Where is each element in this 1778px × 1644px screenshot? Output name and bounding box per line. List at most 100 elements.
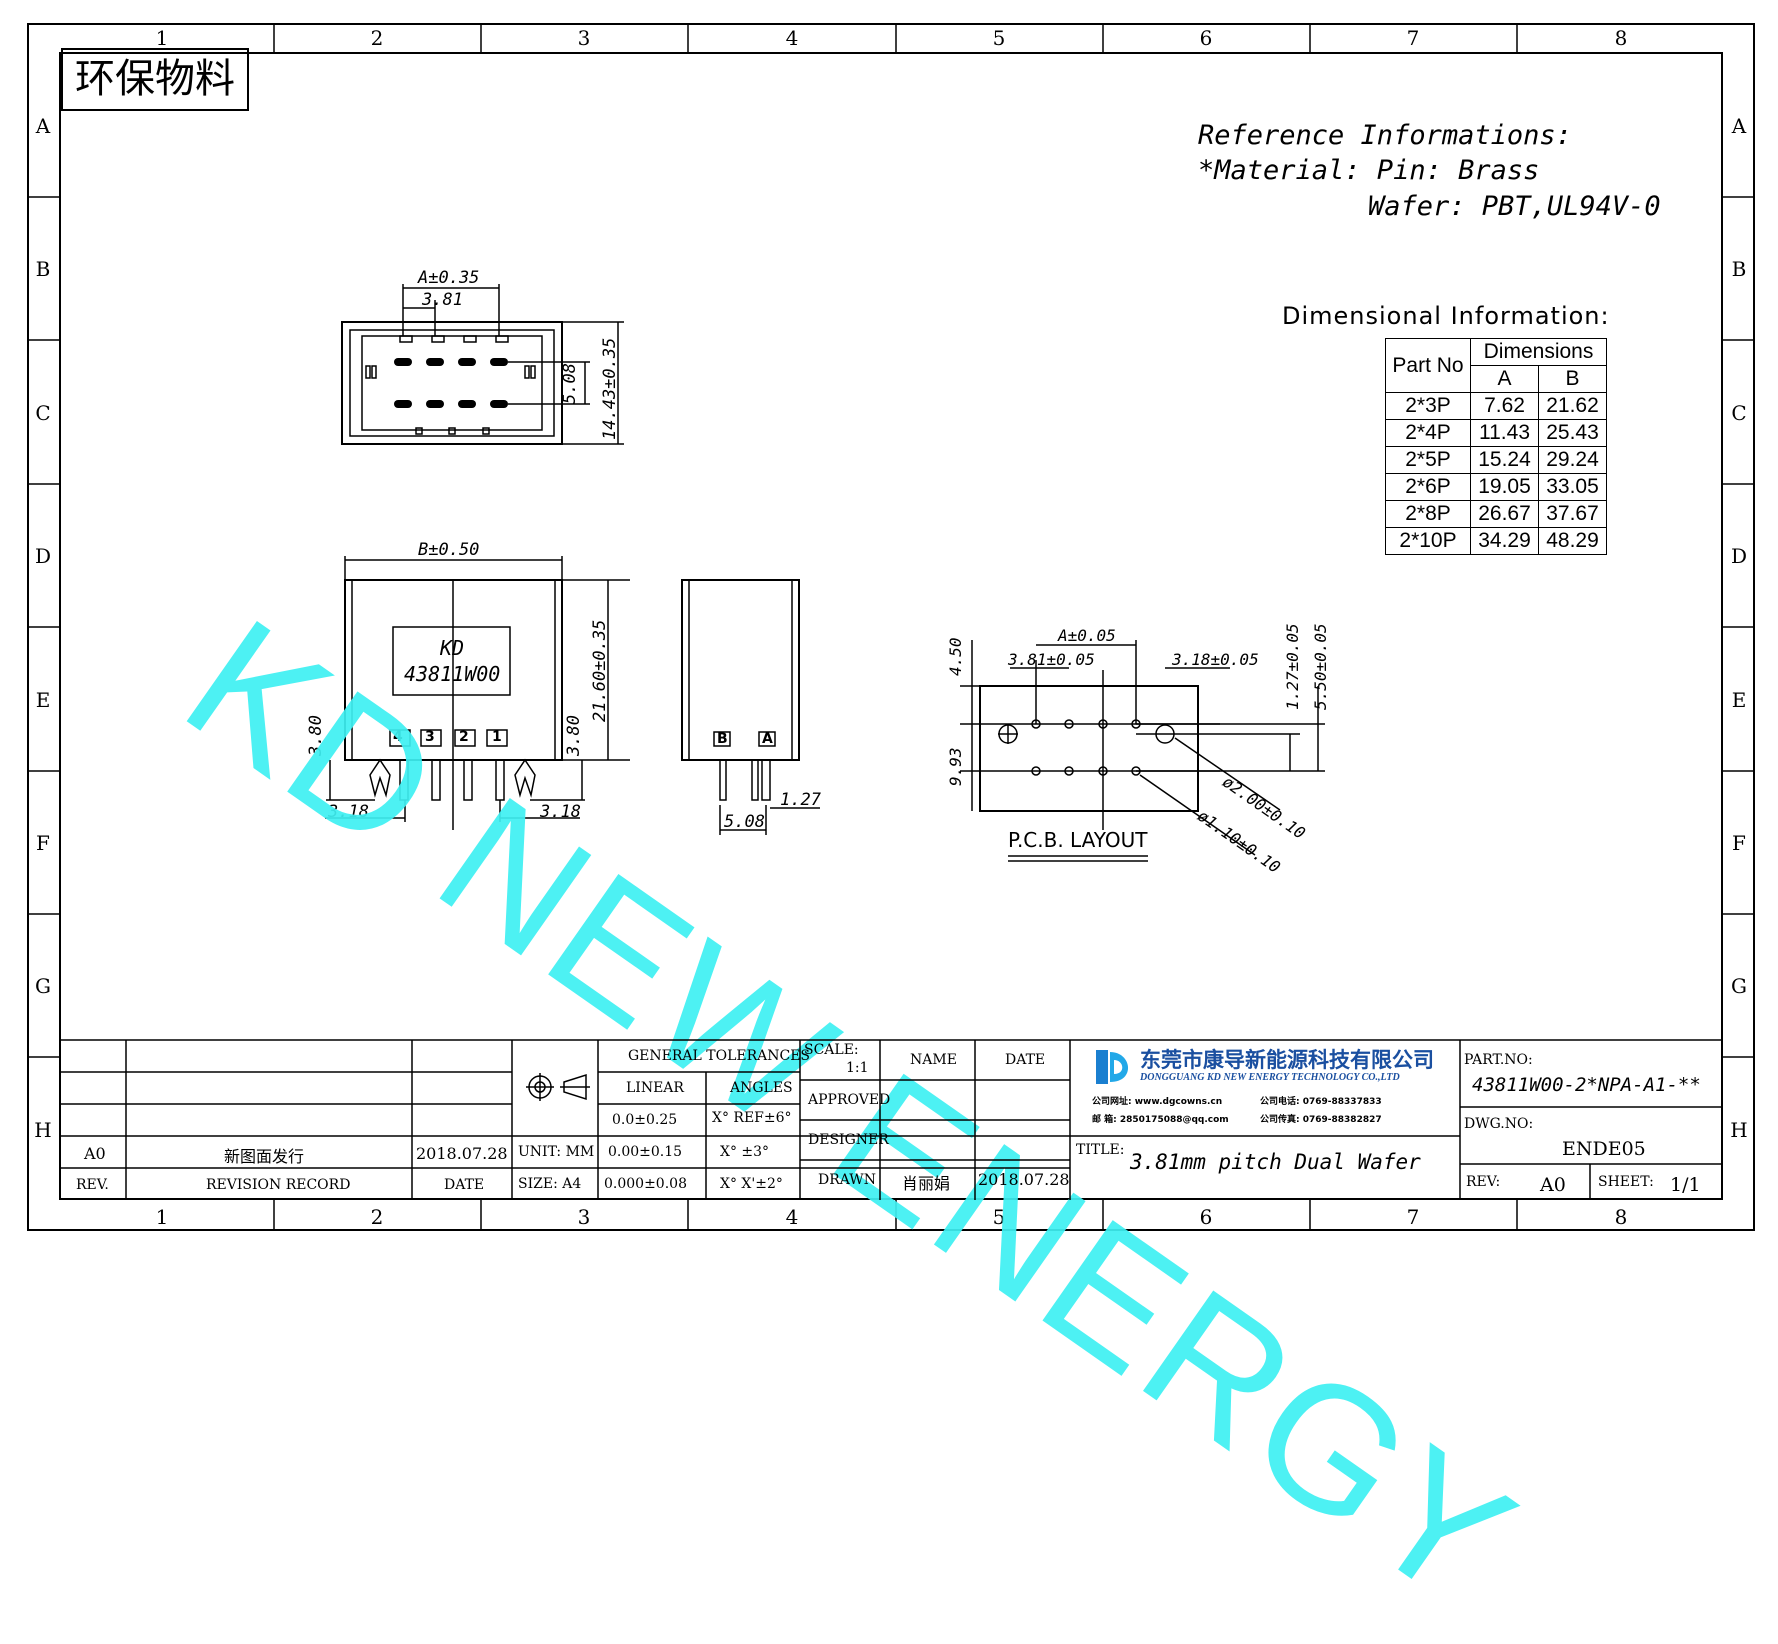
- reference-heading: Reference Informations:: [1198, 120, 1572, 151]
- pcb-dim-381: 3.81±0.05: [1008, 650, 1095, 669]
- side-dim-508: 5.08: [724, 812, 765, 832]
- company-tel: 公司电话: 0769-88337833: [1260, 1097, 1382, 1107]
- zone-col-2-bottom: 2: [370, 1205, 384, 1229]
- drawing-inner-frame: [59, 52, 1723, 1200]
- zone-row-g-right: G: [1731, 974, 1747, 998]
- tb-sheet-value: 1/1: [1670, 1174, 1701, 1196]
- title-block-grid: [59, 1039, 1723, 1200]
- company-name-en: DONGGUANG KD NEW ENERGY TECHNOLOGY CO.,L…: [1140, 1072, 1400, 1083]
- dim-header-a: A: [1470, 365, 1539, 393]
- front-label-part: 43811W00: [404, 662, 501, 686]
- tb-part-no-label: PART.NO:: [1464, 1052, 1533, 1068]
- tb-title-label: TITLE:: [1076, 1142, 1125, 1158]
- side-pin-a: A: [762, 731, 773, 747]
- side-pin-b: B: [717, 731, 728, 747]
- tb-rev-label: REV:: [1466, 1174, 1501, 1190]
- reference-material-wafer: Wafer: PBT,UL94V-0: [1368, 191, 1661, 222]
- zone-col-4-bottom: 4: [785, 1205, 799, 1229]
- tb-part-no-value: 43811W00-2*NPA-A1-**: [1472, 1074, 1701, 1096]
- front-view-outline: [344, 579, 563, 830]
- reference-material-pin: *Material: Pin: Brass: [1198, 155, 1540, 186]
- top-dim-pitch: 3.81: [422, 290, 463, 310]
- tb-designer: DESIGNER: [808, 1132, 889, 1148]
- zone-col-3-bottom: 3: [577, 1205, 591, 1229]
- zone-col-8-bottom: 8: [1614, 1205, 1628, 1229]
- tb-approved: APPROVED: [808, 1092, 891, 1108]
- tb-lin2: 0.00±0.15: [608, 1144, 683, 1160]
- pcb-layout: [960, 640, 1325, 862]
- dim-header-b: B: [1538, 365, 1607, 393]
- tb-record-header: REVISION RECORD: [206, 1177, 351, 1193]
- zone-col-1-bottom: 1: [155, 1205, 169, 1229]
- zone-row-b-right: B: [1731, 257, 1747, 281]
- tb-drawn-date: 2018.07.28: [978, 1170, 1070, 1189]
- tb-rev-date-entry: 2018.07.28: [416, 1144, 508, 1163]
- zone-row-d-right: D: [1730, 544, 1748, 568]
- front-label-kd: KD: [440, 636, 465, 660]
- zone-row-c: C: [35, 401, 51, 425]
- side-dim-127: 1.27: [780, 790, 821, 810]
- company-fax: 公司传真: 0769-88382827: [1260, 1115, 1382, 1125]
- zone-row-f-right: F: [1732, 831, 1746, 855]
- tb-date-col-header: DATE: [444, 1177, 485, 1193]
- pcb-dim-a: A±0.05: [1058, 626, 1116, 645]
- tb-general-tolerances: GENERAL TOLERANCES: [628, 1048, 811, 1064]
- tb-size: SIZE: A4: [518, 1176, 582, 1192]
- tb-date-header: DATE: [1005, 1052, 1046, 1068]
- front-pin-3: 3: [425, 729, 435, 745]
- zone-row-h-right: H: [1730, 1118, 1748, 1142]
- zone-col-2: 2: [370, 26, 384, 50]
- dim-part: 2*8P: [1385, 500, 1471, 528]
- technical-drawing: [325, 284, 1325, 862]
- tb-name-header: NAME: [910, 1052, 957, 1068]
- company-mail: 邮 箱: 2850175088@qq.com: [1092, 1115, 1229, 1125]
- tb-unit: UNIT: MM: [518, 1144, 595, 1160]
- tb-rev-a0: A0: [84, 1144, 106, 1163]
- zone-row-d: D: [34, 544, 52, 568]
- zone-grid: [27, 23, 1755, 1231]
- zone-col-3: 3: [577, 26, 591, 50]
- tb-dwg-no-label: DWG.NO:: [1464, 1116, 1534, 1132]
- zone-row-g: G: [35, 974, 51, 998]
- tb-title-value: 3.81mm pitch Dual Wafer: [1130, 1150, 1421, 1174]
- front-pin-2: 2: [459, 729, 469, 745]
- dim-a: 15.24: [1470, 446, 1539, 474]
- front-dim-318-right: 3.18: [540, 802, 581, 822]
- eco-material-label: 环保物料: [61, 48, 249, 111]
- dim-a: 34.29: [1470, 527, 1539, 555]
- zone-row-h: H: [34, 1118, 52, 1142]
- zone-row-a-right: A: [1731, 114, 1747, 138]
- tb-ang2: X° ±3°: [720, 1144, 770, 1160]
- zone-row-f: F: [36, 831, 50, 855]
- tb-sheet-label: SHEET:: [1598, 1174, 1654, 1190]
- dim-part: 2*3P: [1385, 392, 1471, 420]
- zone-col-4: 4: [785, 26, 799, 50]
- dim-a: 7.62: [1470, 392, 1539, 420]
- zone-col-5-bottom: 5: [992, 1205, 1006, 1229]
- tb-angles: ANGLES: [730, 1080, 793, 1096]
- tb-ang1: X° REF±6°: [712, 1110, 792, 1126]
- dim-a: 19.05: [1470, 473, 1539, 501]
- dim-b: 29.24: [1538, 446, 1607, 474]
- top-view-outline: [341, 321, 563, 445]
- dim-b: 37.67: [1538, 500, 1607, 528]
- pcb-layout-label: P.C.B. LAYOUT: [1008, 828, 1148, 852]
- front-pin-4: 4: [393, 729, 403, 745]
- tb-scale-label: SCALE:: [804, 1042, 859, 1058]
- tb-drawn: DRAWN: [818, 1172, 876, 1188]
- front-pin-1: 1: [492, 729, 502, 745]
- dim-part: 2*4P: [1385, 419, 1471, 447]
- zone-row-e-right: E: [1731, 688, 1747, 712]
- zone-row-a: A: [35, 114, 51, 138]
- dimensional-title: Dimensional Information:: [1282, 302, 1610, 330]
- zone-col-5: 5: [992, 26, 1006, 50]
- zone-row-e: E: [35, 688, 51, 712]
- zone-col-6-bottom: 6: [1199, 1205, 1213, 1229]
